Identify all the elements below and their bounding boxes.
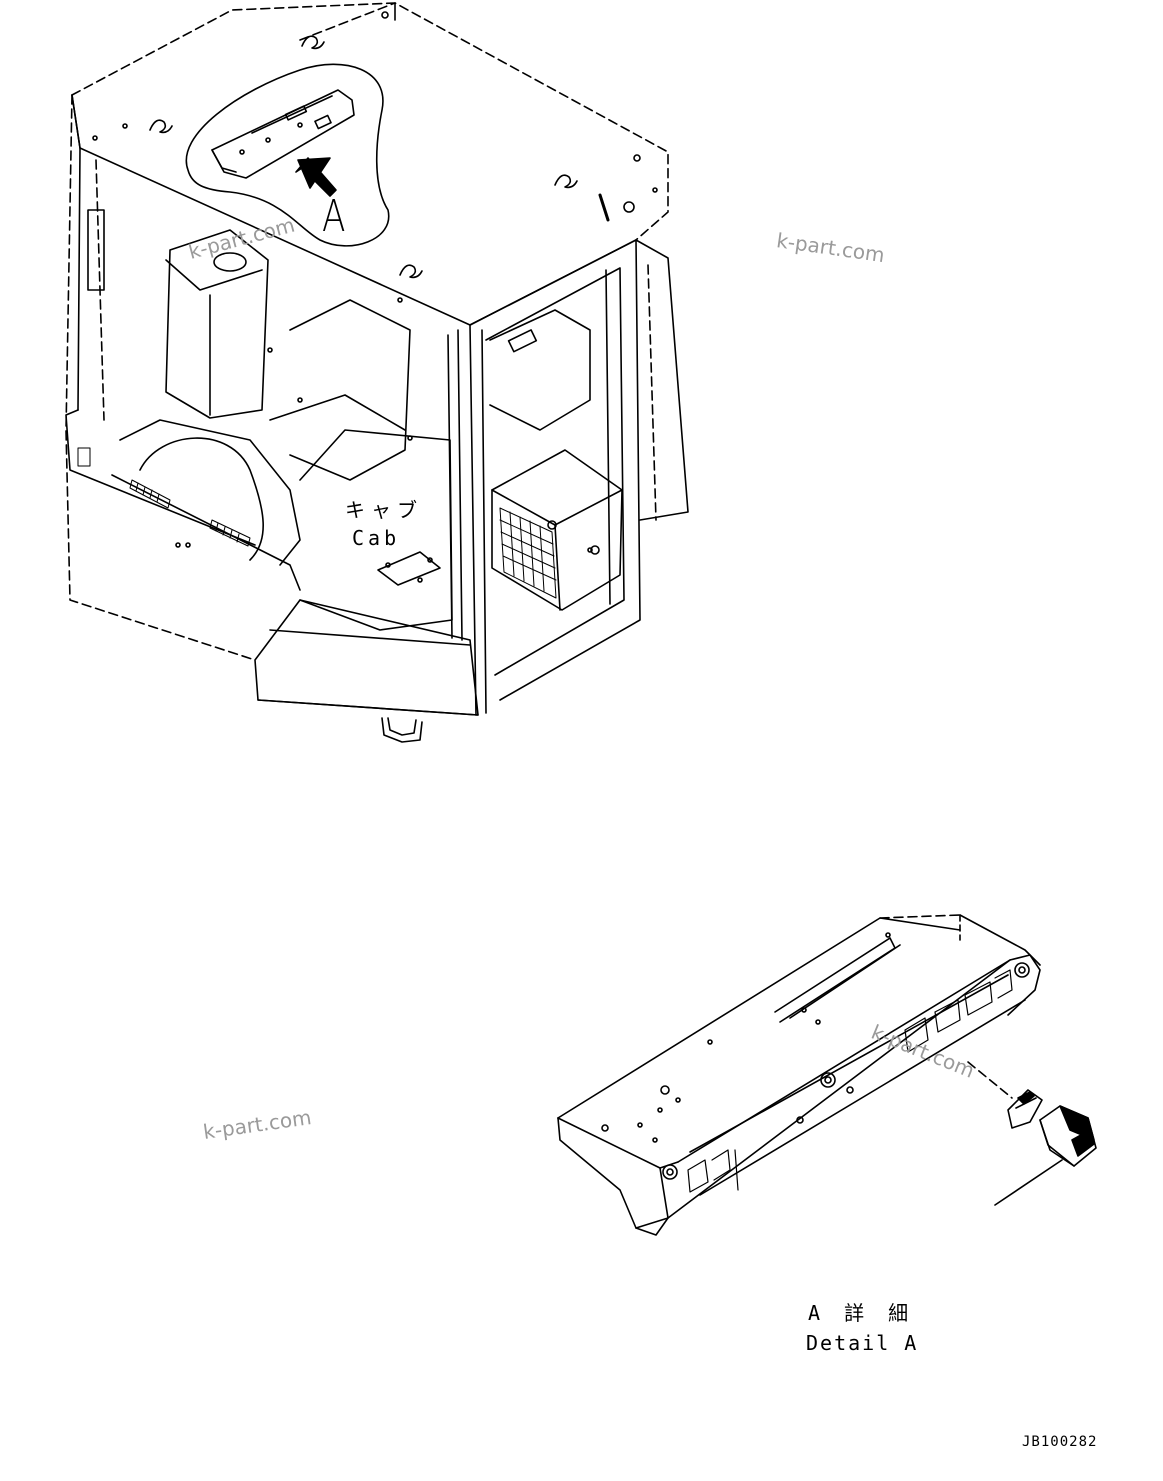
cab-body — [65, 94, 689, 743]
cab-label-japanese: キャブ — [345, 498, 423, 522]
detail-label-japanese: A 詳 細 — [808, 1301, 915, 1325]
detail-label-english: Detail A — [806, 1331, 919, 1355]
cab-roof — [71, 2, 669, 326]
callout-bubble — [185, 63, 390, 247]
detail-a-drawing — [557, 914, 1097, 1236]
drawing-code: JB100282 — [1022, 1434, 1098, 1450]
callout-letter-a: A — [322, 191, 346, 242]
cab-label-english: Cab — [352, 526, 401, 550]
